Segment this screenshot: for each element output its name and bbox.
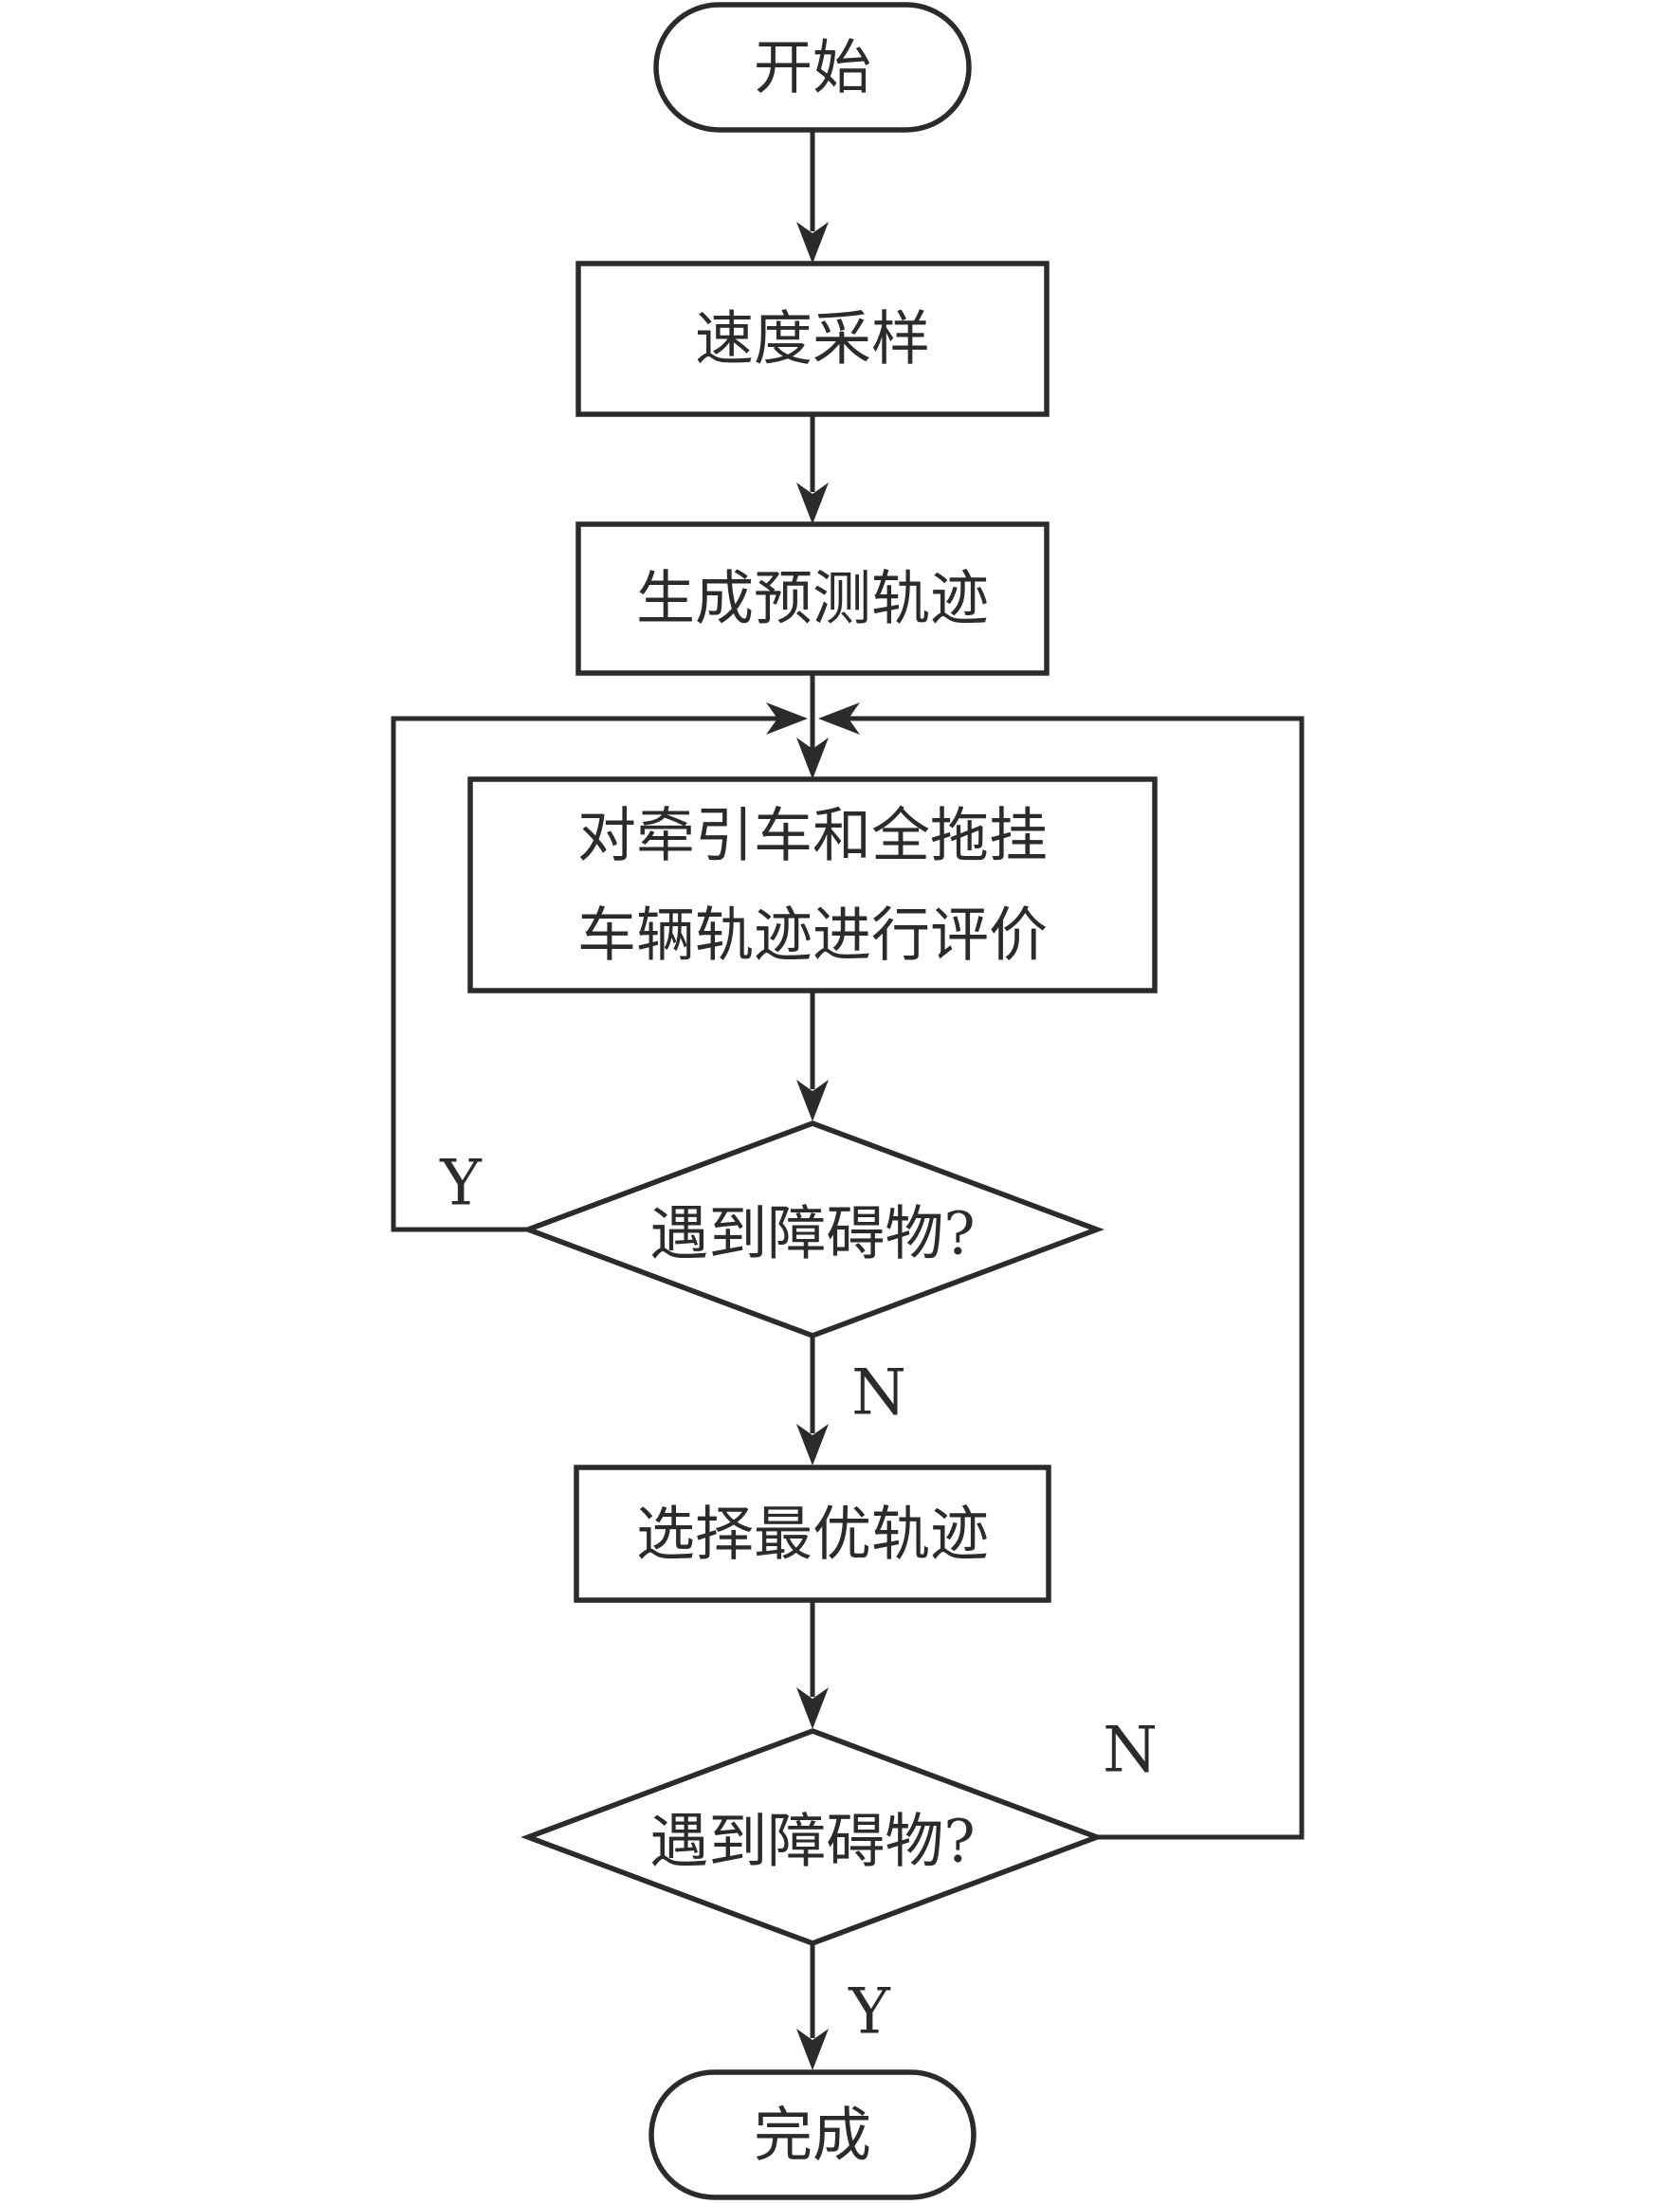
select-trajectory-node: 选择最优轨迹	[574, 1465, 1051, 1603]
generate-trajectory-node: 生成预测轨迹	[575, 521, 1050, 676]
arrowhead-loop-left-junction	[766, 702, 808, 735]
branch-label-check1-no: N	[851, 1357, 906, 1430]
speed-sampling-node: 速度采样	[575, 261, 1050, 417]
finish-node-shape	[648, 2069, 977, 2200]
branch-label-check2-no: N	[1103, 1714, 1158, 1787]
obstacle-decision-1-node: 遇到障碍物?	[520, 1120, 1105, 1339]
start-node-shape	[653, 2, 972, 133]
speed-sampling-label: 速度采样	[695, 304, 930, 373]
finish-node-label: 完成	[754, 2101, 871, 2170]
arrowhead-into-generate	[796, 483, 829, 524]
start-node: 开始	[653, 2, 972, 133]
branch-label-check2-yes: Y	[848, 1976, 891, 2049]
start-node-label: 开始	[754, 33, 871, 102]
evaluate-trajectory-shape	[467, 776, 1158, 993]
speed-sampling-shape	[575, 261, 1050, 417]
finish-node: 完成	[648, 2069, 977, 2200]
arrowhead-into-check1	[796, 1080, 829, 1121]
select-trajectory-label: 选择最优轨迹	[636, 1500, 989, 1569]
arrowhead-into-finish	[796, 2029, 829, 2070]
edge-loop-check1-yes	[391, 716, 779, 1232]
arrowhead-loop-right-junction	[818, 702, 860, 735]
arrowhead-into-check2	[796, 1687, 829, 1729]
arrowhead-into-evaluate	[796, 738, 829, 779]
obstacle-decision-2-node: 遇到障碍物?	[520, 1728, 1105, 1946]
edge-loop-check2-no	[847, 716, 1305, 1840]
evaluate-trajectory-label-line2: 车辆轨迹进行评价	[577, 901, 1048, 970]
generate-trajectory-label: 生成预测轨迹	[636, 564, 989, 633]
obstacle-decision-2-label: 遇到障碍物?	[649, 1807, 975, 1876]
arrowhead-into-sampling	[796, 222, 829, 264]
evaluate-trajectory-node: 对牵引车和全拖挂 车辆轨迹进行评价	[467, 776, 1158, 993]
obstacle-decision-1-label: 遇到障碍物?	[649, 1199, 975, 1268]
obstacle-decision-2-shape	[520, 1728, 1105, 1946]
branch-label-check1-yes: Y	[439, 1147, 483, 1220]
select-trajectory-shape	[574, 1465, 1051, 1603]
arrowhead-into-select	[796, 1424, 829, 1466]
generate-trajectory-shape	[575, 521, 1050, 676]
evaluate-trajectory-label-line1: 对牵引车和全拖挂	[577, 801, 1048, 870]
obstacle-decision-1-shape	[520, 1120, 1105, 1339]
